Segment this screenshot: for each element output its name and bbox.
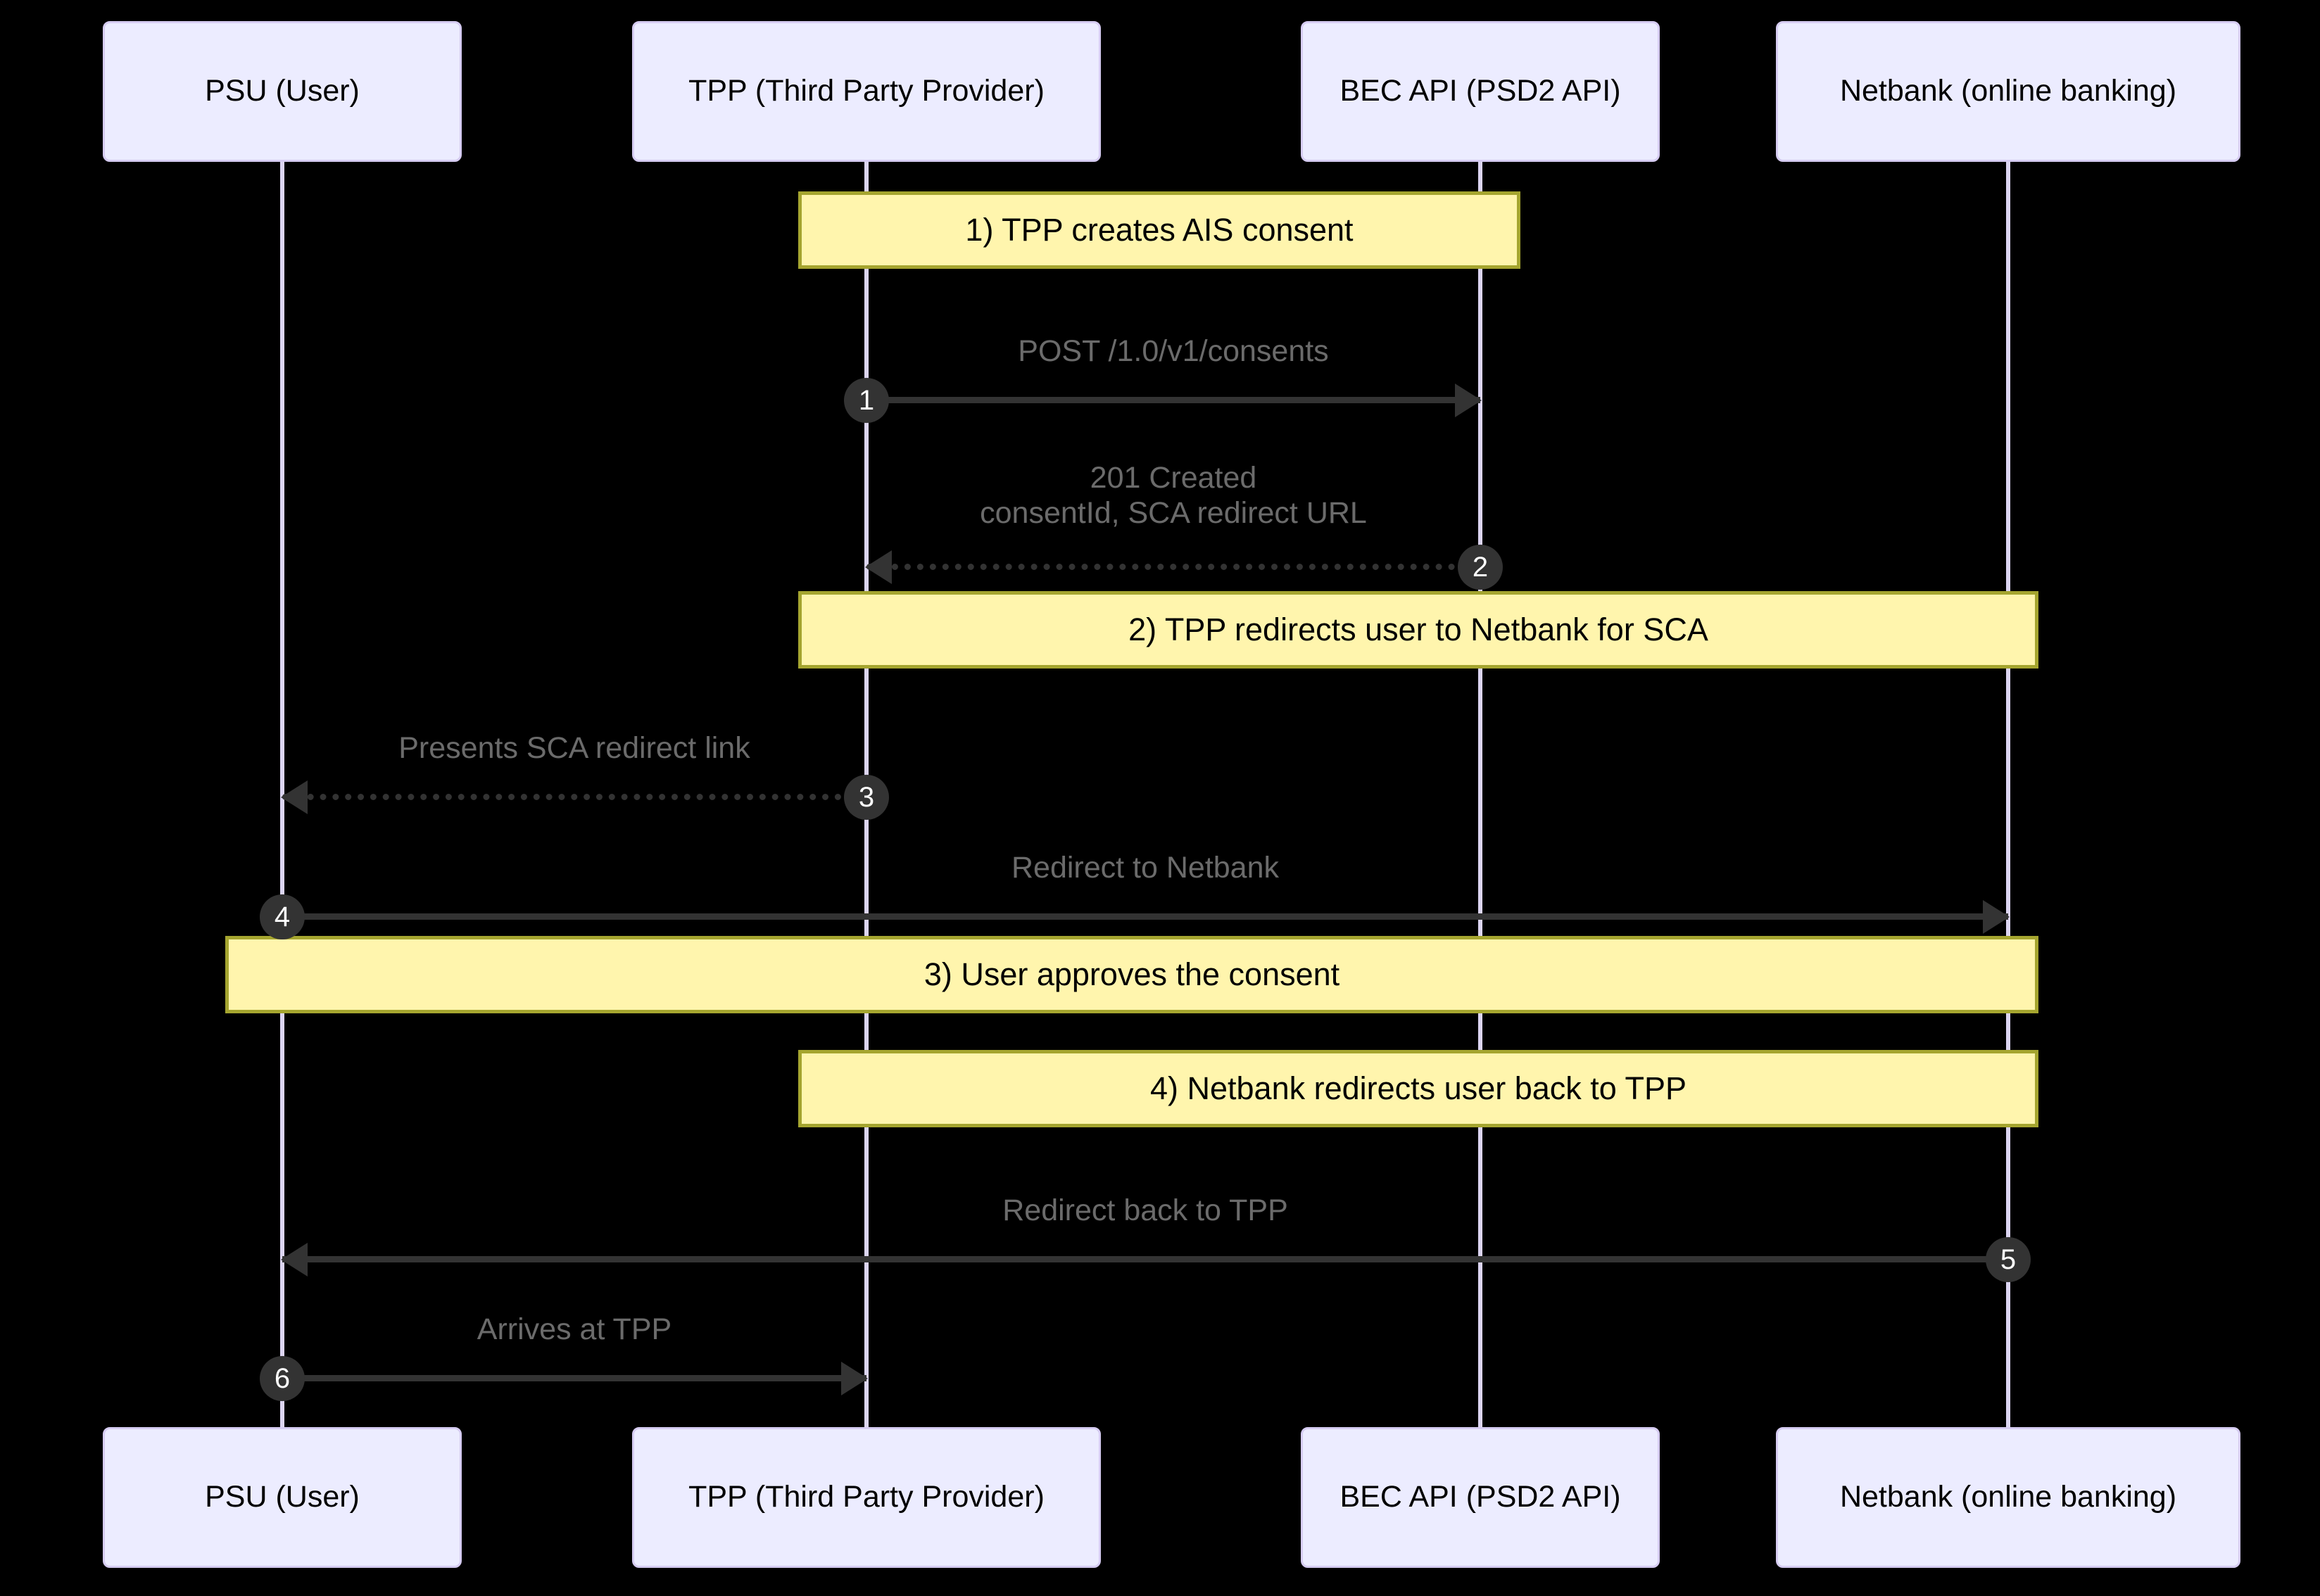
note-text: 4) Netbank redirects user back to TPP bbox=[1149, 1070, 1687, 1106]
note-step-3: 3) User approves the consent bbox=[225, 936, 2038, 1013]
participant-label: Netbank (online banking) bbox=[1839, 74, 2177, 108]
lifeline-bec bbox=[1478, 141, 1482, 1448]
sequence-number-badge: 6 bbox=[260, 1356, 305, 1401]
sequence-number-badge: 2 bbox=[1458, 545, 1503, 590]
sequence-number-badge: 5 bbox=[1986, 1237, 2031, 1282]
message-label: Arrives at TPP bbox=[477, 1312, 672, 1346]
message-line bbox=[282, 1256, 2008, 1262]
message-line bbox=[282, 794, 866, 800]
message-label: POST /1.0/v1/consents bbox=[1018, 334, 1329, 368]
participant-label: PSU (User) bbox=[205, 1480, 360, 1514]
note-text: 1) TPP creates AIS consent bbox=[965, 212, 1354, 248]
note-text: 3) User approves the consent bbox=[923, 956, 1340, 992]
participant-label: TPP (Third Party Provider) bbox=[688, 1480, 1045, 1514]
participant-label: BEC API (PSD2 API) bbox=[1339, 74, 1621, 108]
arrowhead-left-icon bbox=[865, 550, 892, 584]
participant-psu-top[interactable]: PSU (User) bbox=[103, 21, 462, 162]
message-label: Redirect to Netbank bbox=[1011, 851, 1280, 885]
message-line bbox=[282, 1375, 866, 1381]
participant-tpp-bottom[interactable]: TPP (Third Party Provider) bbox=[632, 1427, 1101, 1568]
note-step-4: 4) Netbank redirects user back to TPP bbox=[798, 1050, 2038, 1127]
participant-psu-bottom[interactable]: PSU (User) bbox=[103, 1427, 462, 1568]
participant-label: Netbank (online banking) bbox=[1839, 1480, 2177, 1514]
message-line bbox=[866, 397, 1480, 403]
arrowhead-left-icon bbox=[281, 1243, 308, 1277]
sequence-number-badge: 3 bbox=[844, 775, 889, 820]
note-text: 2) TPP redirects user to Netbank for SCA bbox=[1128, 612, 1708, 647]
message-line bbox=[282, 913, 2008, 920]
sequence-number-badge: 4 bbox=[260, 894, 305, 939]
note-step-2: 2) TPP redirects user to Netbank for SCA bbox=[798, 591, 2038, 669]
lifeline-netbank bbox=[2006, 141, 2010, 1448]
participant-bec-bottom[interactable]: BEC API (PSD2 API) bbox=[1301, 1427, 1660, 1568]
arrowhead-left-icon bbox=[281, 780, 308, 814]
arrowhead-right-icon bbox=[1455, 384, 1482, 417]
participant-netbank-top[interactable]: Netbank (online banking) bbox=[1776, 21, 2240, 162]
participant-netbank-bottom[interactable]: Netbank (online banking) bbox=[1776, 1427, 2240, 1568]
participant-tpp-top[interactable]: TPP (Third Party Provider) bbox=[632, 21, 1101, 162]
arrowhead-right-icon bbox=[1983, 900, 2010, 934]
arrowhead-right-icon bbox=[841, 1362, 868, 1395]
participant-label: TPP (Third Party Provider) bbox=[688, 74, 1045, 108]
note-step-1: 1) TPP creates AIS consent bbox=[798, 191, 1520, 269]
sequence-number-badge: 1 bbox=[844, 378, 889, 423]
message-label: Presents SCA redirect link bbox=[398, 731, 750, 765]
message-label: 201 Created consentId, SCA redirect URL bbox=[980, 461, 1367, 531]
message-label: Redirect back to TPP bbox=[1002, 1193, 1288, 1227]
message-line bbox=[866, 564, 1480, 570]
participant-bec-top[interactable]: BEC API (PSD2 API) bbox=[1301, 21, 1660, 162]
participant-label: BEC API (PSD2 API) bbox=[1339, 1480, 1621, 1514]
participant-label: PSU (User) bbox=[205, 74, 360, 108]
